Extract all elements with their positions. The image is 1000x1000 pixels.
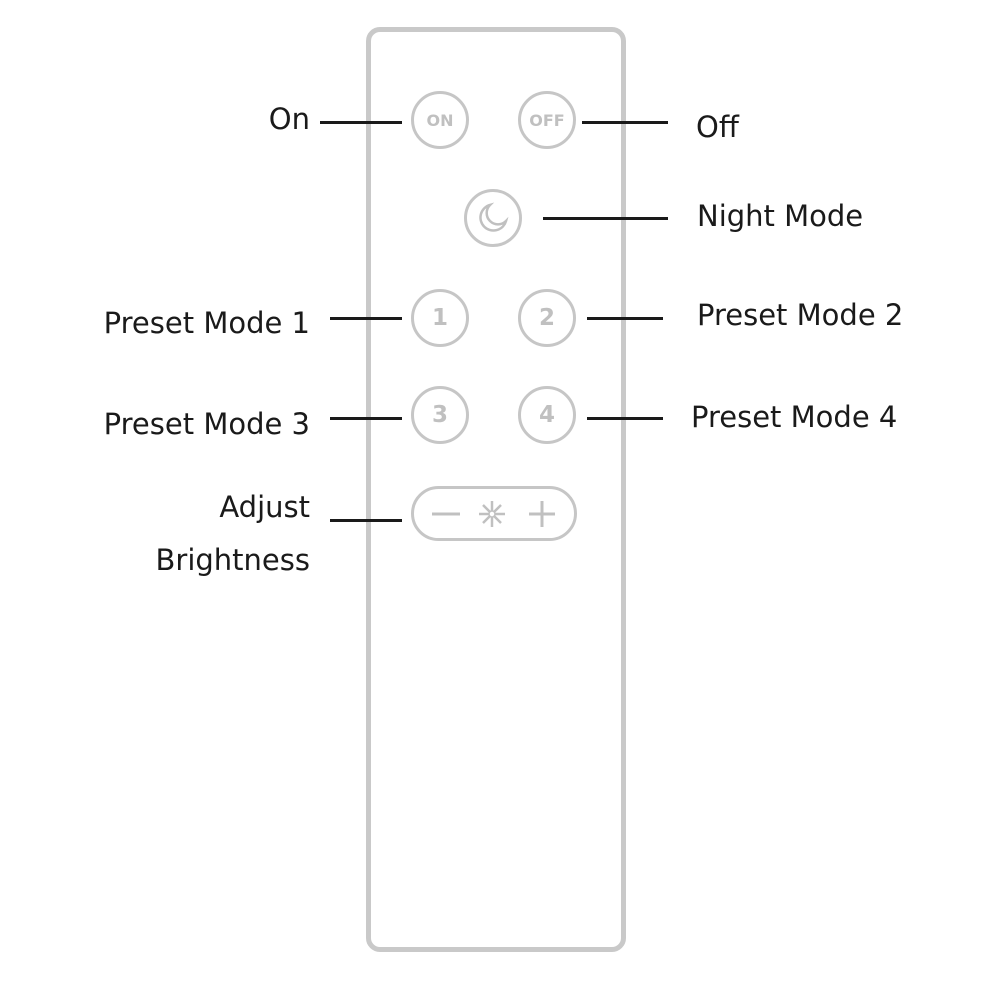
preset-1-label: Preset Mode 1 <box>103 306 310 340</box>
preset-2-label: Preset Mode 2 <box>697 298 904 332</box>
preset-2-leader-line <box>587 317 663 320</box>
remote-body <box>366 27 626 952</box>
brightness-leader-line <box>330 519 402 522</box>
on-leader-line <box>320 121 402 124</box>
preset-3-button[interactable]: 3 <box>411 386 469 444</box>
moon-icon <box>479 202 509 232</box>
preset-3-leader-line <box>330 417 402 420</box>
plus-icon[interactable] <box>527 499 557 529</box>
off-leader-line <box>582 121 668 124</box>
minus-icon[interactable] <box>430 500 462 528</box>
night-mode-button[interactable] <box>464 189 522 247</box>
preset-2-button[interactable]: 2 <box>518 289 576 347</box>
night-mode-label: Night Mode <box>697 199 864 233</box>
preset-4-leader-line <box>587 417 663 420</box>
brightness-label: Brightness <box>155 543 310 577</box>
adjust-label: Adjust <box>219 490 310 524</box>
on-label: On <box>268 102 310 136</box>
preset-1-button[interactable]: 1 <box>411 289 469 347</box>
night-mode-leader-line <box>543 217 668 220</box>
preset-1-leader-line <box>330 317 402 320</box>
on-button[interactable]: ON <box>411 91 469 149</box>
preset-3-label: Preset Mode 3 <box>103 407 310 441</box>
brightness-control <box>411 486 577 541</box>
preset-4-button[interactable]: 4 <box>518 386 576 444</box>
off-label: Off <box>696 110 739 144</box>
off-button[interactable]: OFF <box>518 91 576 149</box>
preset-4-label: Preset Mode 4 <box>691 400 898 434</box>
brightness-icon <box>479 501 505 527</box>
